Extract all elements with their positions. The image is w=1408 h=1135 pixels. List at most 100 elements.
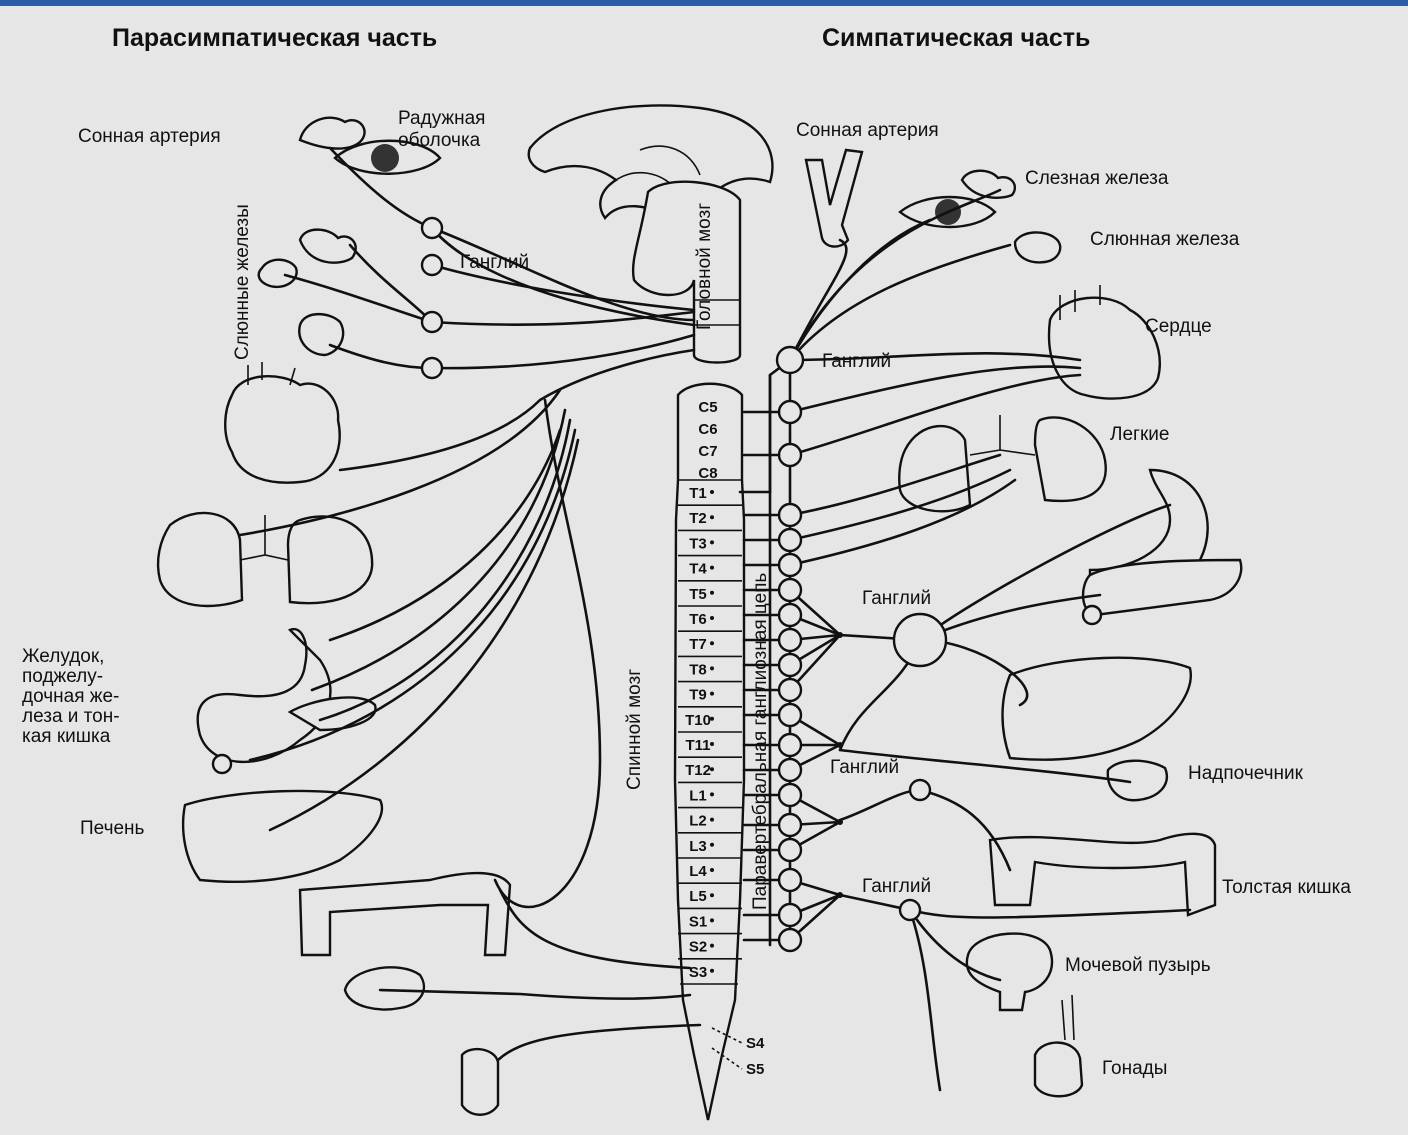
- segment-dot: [710, 717, 714, 721]
- sacral-tail-label: S4: [746, 1035, 765, 1052]
- chain-ganglion: [779, 784, 801, 806]
- segment-label: T5: [689, 586, 707, 603]
- segment-label: S3: [689, 964, 707, 981]
- segment-label: T9: [689, 687, 707, 704]
- ganglion-3-label: Ганглий: [830, 757, 899, 778]
- chain-ganglion: [779, 401, 801, 423]
- gonads-right-figure: [1035, 995, 1082, 1096]
- left-stomach-label-1: Желудок,: [22, 646, 104, 667]
- heart-label: Сердце: [1145, 316, 1212, 337]
- chain-ganglion: [779, 759, 801, 781]
- chain-ganglion: [779, 444, 801, 466]
- lungs-right-figure: [899, 415, 1106, 511]
- heart-left-figure: [225, 362, 339, 483]
- salivary-gland-right-figure: [1015, 232, 1060, 262]
- bladder-label: Мочевой пузырь: [1065, 955, 1211, 976]
- segment-label: L5: [689, 888, 707, 905]
- segment-dot: [710, 666, 714, 670]
- parasympathetic-heading: Парасимпатическая часть: [112, 24, 437, 52]
- segment-dot: [710, 944, 714, 948]
- ganglion-2-label: Ганглий: [862, 588, 931, 609]
- segment-label: S1: [689, 913, 707, 930]
- colon-left-figure: [300, 873, 510, 955]
- liver-right-figure: [1003, 658, 1191, 760]
- segment-label: T12: [685, 762, 711, 779]
- segment-label: L1: [689, 787, 707, 804]
- gonads-label: Гонады: [1102, 1058, 1167, 1079]
- segment-dot: [710, 591, 714, 595]
- chain-ganglion: [779, 529, 801, 551]
- right-carotid-label: Сонная артерия: [796, 120, 939, 141]
- salivary-gland-3-figure: [299, 314, 343, 355]
- segment-label: T2: [689, 510, 707, 527]
- left-ganglion-label: Ганглий: [460, 252, 529, 273]
- segment-dot: [710, 616, 714, 620]
- segment-label: T1: [689, 485, 707, 502]
- lacrimal-gland-figure: [962, 171, 1015, 198]
- segment-dot: [710, 641, 714, 645]
- segment-label: T3: [689, 535, 707, 552]
- segment-dot: [710, 792, 714, 796]
- segment-dot: [710, 692, 714, 696]
- chain-ganglion: [779, 579, 801, 601]
- cervical-segment-label: C5: [698, 399, 717, 416]
- segment-label: T11: [685, 737, 710, 754]
- ganglion-4-label: Ганглий: [862, 876, 931, 897]
- segment-dot: [710, 566, 714, 570]
- segment-label: L3: [689, 838, 707, 855]
- segment-label: L4: [689, 863, 707, 880]
- segment-dot: [710, 490, 714, 494]
- segment-label: S2: [689, 939, 707, 956]
- segment-label: T8: [689, 661, 707, 678]
- segment-dot: [710, 742, 714, 746]
- segment-dot: [710, 868, 714, 872]
- colon-label: Толстая кишка: [1222, 877, 1351, 898]
- heart-right-figure: [1049, 285, 1160, 399]
- segment-dot: [710, 540, 714, 544]
- ganglion-1-label: Ганглий: [822, 351, 891, 372]
- chain-ganglion: [779, 839, 801, 861]
- chain-ganglion: [779, 679, 801, 701]
- left-iris-label-2: оболочка: [398, 130, 481, 151]
- left-stomach-label-4: леза и тон-: [22, 706, 120, 727]
- segment-dot: [710, 843, 714, 847]
- adrenal-label: Надпочечник: [1188, 763, 1304, 784]
- segment-label: L2: [689, 813, 707, 830]
- cervical-segment-label: C7: [698, 443, 717, 460]
- chain-ganglion: [779, 869, 801, 891]
- left-liver-label: Печень: [80, 818, 145, 839]
- lungs-left-figure: [158, 513, 372, 606]
- segment-dot: [710, 818, 714, 822]
- segment-label: T7: [689, 636, 707, 653]
- chain-ganglion: [779, 904, 801, 926]
- left-iris-label-1: Радужная: [398, 108, 485, 129]
- salivary-gland-2-figure: [259, 260, 297, 287]
- top-edge-strip: [0, 0, 1408, 6]
- chain-ganglion: [779, 929, 801, 951]
- chain-ganglion: [779, 654, 801, 676]
- left-salivary-label: Слюнные железы: [232, 204, 253, 360]
- segment-label: T4: [689, 561, 707, 578]
- segment-dot: [710, 893, 714, 897]
- carotid-artery-right-figure: [806, 150, 862, 247]
- segment-dot: [710, 969, 714, 973]
- left-stomach-label-5: кая кишка: [22, 726, 111, 747]
- lungs-label: Легкие: [1110, 424, 1169, 445]
- colon-right-figure: [990, 834, 1215, 915]
- segment-label: T6: [689, 611, 707, 628]
- chain-label: Паравертебральная ганглиозная цепь: [750, 573, 771, 910]
- segment-dot: [710, 515, 714, 519]
- carotid-artery-left-figure: [300, 118, 365, 149]
- left-stomach-label-2: поджелу-: [22, 666, 103, 687]
- cervical-segment-label: C6: [698, 421, 717, 438]
- liver-left-figure: [183, 791, 382, 882]
- sacral-tail-label: S5: [746, 1061, 764, 1078]
- salivary-gland-1-figure: [300, 230, 356, 263]
- chain-ganglion: [779, 704, 801, 726]
- chain-ganglion: [779, 814, 801, 836]
- segment-label: T10: [685, 712, 711, 729]
- bladder-left-figure: [345, 967, 424, 1009]
- sympathetic-heading: Симпатическая часть: [822, 24, 1090, 52]
- chain-ganglion: [779, 504, 801, 526]
